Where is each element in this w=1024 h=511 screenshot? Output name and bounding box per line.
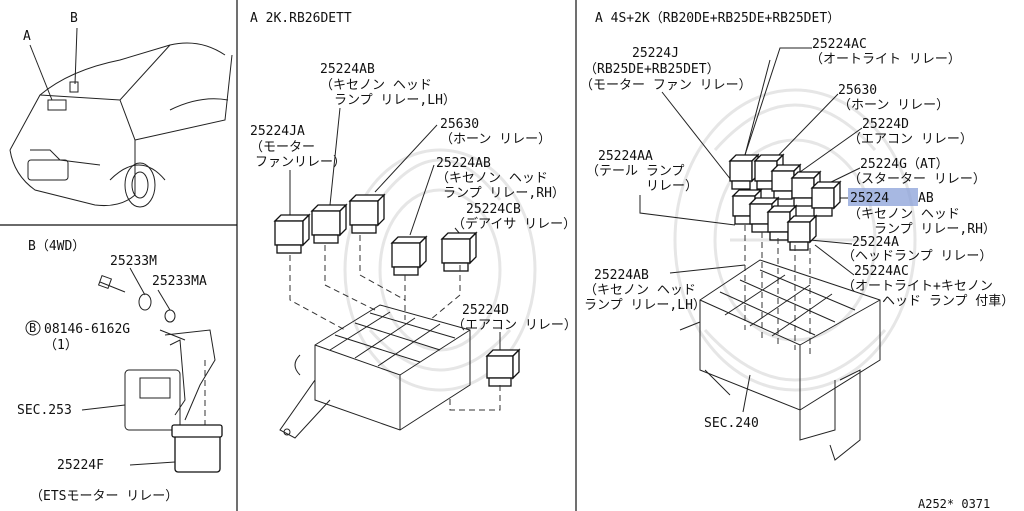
footer-code: A252* 0371	[918, 497, 990, 511]
s4-25224ac-b-desc1: （オートライト+キセノン	[842, 279, 993, 294]
s4-25224aa-number: 25224AA	[598, 149, 653, 164]
search-highlight	[848, 188, 918, 206]
header-b-4wd: B（4WD）	[28, 239, 85, 254]
s4-25224j-desc1: （RB25DE+RB25DET）	[584, 62, 720, 77]
rb26-relay-25224ja	[273, 213, 311, 254]
s4-relay-25224j	[766, 204, 798, 241]
rb26-dashed-guides	[289, 235, 501, 411]
label-08146-6162g: 08146-6162G	[44, 322, 130, 337]
s4-relay-25224ab-lh	[748, 196, 780, 233]
rb26-relay-25224d	[485, 348, 521, 387]
s4-relay-25224ab-rh	[810, 180, 842, 217]
rb26-25224cb-desc: （デアイサ リレー）	[452, 216, 576, 232]
s4-25224ab-rh-number-highlighted: 25224	[850, 191, 889, 206]
s4-25224d-desc: （エアコン リレー）	[848, 132, 973, 147]
car-marker-b: B	[70, 11, 78, 26]
s4-25224a-number: 25224A	[852, 235, 899, 250]
rb26-25224ja-number: 25224JA	[250, 124, 305, 139]
label-ets-motor-relay: （ETSモーター リレー）	[30, 489, 178, 504]
s4-25224ab-lh-number: 25224AB	[594, 268, 649, 283]
s4-25224j-number: 25224J	[632, 46, 679, 61]
panel-borders	[0, 0, 577, 511]
s4-25630-number: 25630	[838, 83, 877, 98]
rb26-25224ja-desc1: （モーター	[250, 140, 315, 155]
rb26-25630-number: 25630	[440, 117, 479, 132]
rb26-25630-desc: （ホーン リレー）	[440, 132, 551, 147]
car-marker-a: A	[23, 29, 31, 44]
s4-relay-box	[679, 259, 881, 461]
s4-25224ac-b-number: 25224AC	[854, 264, 909, 279]
s4-25224g-at-number: 25224G（AT）	[860, 157, 949, 172]
s4-25224ac-b-desc2: ヘッド ランプ 付車）	[882, 294, 1014, 309]
watermark-emblem	[343, 88, 917, 392]
rb26-25224cb-number: 25224CB	[466, 202, 521, 217]
bolt-circle-letter: B	[29, 321, 36, 335]
rb26-25224ab-number: 25224AB	[320, 62, 375, 77]
ets-bracket-and-unit	[124, 329, 223, 473]
rb26-25224ab-rh-desc2: ランプ リレー,RH）	[443, 186, 565, 201]
s4-relay-group	[728, 153, 842, 251]
rb26-relay-25224ab-lh	[310, 203, 348, 244]
label-bolt-qty: （1）	[44, 338, 78, 353]
rb26-relay-box	[279, 304, 471, 439]
s4-25224ab-rh-number-suffix: AB	[918, 191, 934, 206]
s4-25630-desc: （ホーン リレー）	[838, 98, 949, 113]
bolt-circle-marker	[25, 320, 41, 336]
rb26-25224ab-rh-number: 25224AB	[436, 156, 491, 171]
s4-25224ab-rh-desc1: （キセノン ヘッド	[848, 207, 960, 222]
s4-25224a-desc: （ヘッドランプ リレー）	[842, 249, 992, 264]
rb26-25224ab-desc1: （キセノン ヘッド	[320, 78, 432, 93]
s4-leader-lines	[639, 47, 863, 413]
rb26-25224d-number: 25224D	[462, 303, 509, 318]
header-a-4s2k: A 4S+2K（RB20DE+RB25DE+RB25DET）	[595, 11, 840, 26]
rb26-relay-25224ab-rh	[390, 235, 428, 276]
s4-25224aa-desc2: リレー）	[646, 179, 698, 194]
rb26-25224ab-rh-desc1: （キセノン ヘッド	[436, 171, 548, 186]
car-overview-illustration	[9, 27, 233, 208]
rb26-25224d-desc: （エアコン リレー）	[452, 318, 577, 333]
bolt-assembly	[97, 274, 176, 323]
s4-relay-25224a	[786, 214, 818, 251]
s4-relay-25224ac	[728, 153, 760, 190]
s4-relay-25224g	[790, 170, 822, 207]
rb26-25224ja-desc2: ファンリレー）	[255, 155, 346, 170]
s4-25224ab-lh-desc2: ランプ リレー,LH）	[584, 298, 706, 313]
s4-25224ab-rh-desc2: ランプ リレー,RH）	[874, 222, 996, 237]
s4-25224d-number: 25224D	[862, 117, 909, 132]
label-25233ma: 25233MA	[152, 274, 207, 289]
header-a-rb26: A 2K.RB26DETT	[250, 11, 352, 26]
rb26-25224ab-desc2: ランプ リレー,LH）	[334, 93, 456, 108]
s4-25224ab-lh-desc1: （キセノン ヘッド	[584, 283, 696, 298]
label-25224f: 25224F	[57, 458, 104, 473]
s4-sec240: SEC.240	[704, 416, 759, 431]
rb26-relay-group	[273, 193, 521, 387]
s4-25224aa-desc1: （テール ランプ	[586, 164, 684, 179]
rb26-relay-25224cb	[440, 231, 478, 272]
label-sec253: SEC.253	[17, 403, 72, 418]
rb26-relay-25630	[348, 193, 386, 234]
s4-25224ac-desc: （オートライト リレー）	[810, 52, 961, 67]
s4-25224j-desc2: （モーター ファン リレー）	[580, 78, 752, 93]
s4-dashed-guides	[744, 225, 811, 355]
label-25233m: 25233M	[110, 254, 157, 269]
s4-25224g-at-desc: （スターター リレー）	[848, 172, 986, 187]
s4-25224ac-number: 25224AC	[812, 37, 867, 52]
